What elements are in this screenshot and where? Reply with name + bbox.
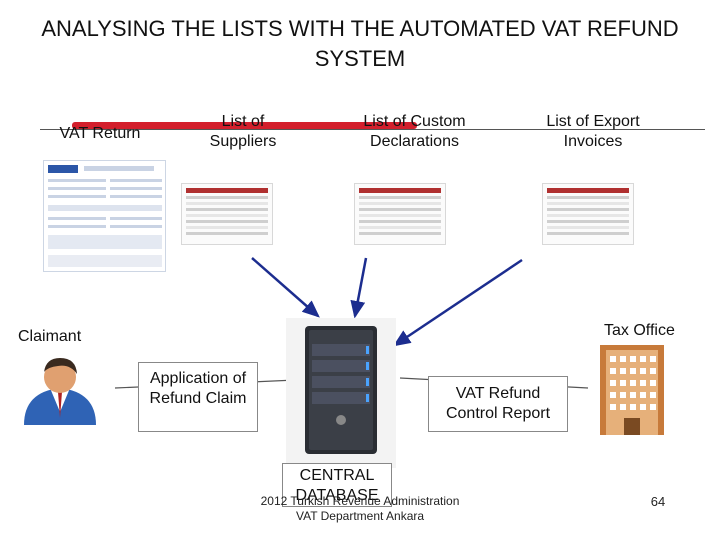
application-of-refund-claim-box: Application of Refund Claim	[138, 362, 258, 432]
person-icon	[24, 358, 96, 425]
divider-line	[40, 129, 705, 130]
suppliers-label: List of Suppliers	[209, 113, 277, 150]
vat-return-form-document	[43, 160, 166, 272]
vat-refund-control-report-box: VAT Refund Control Report	[428, 376, 568, 432]
claimant-label: Claimant	[18, 328, 82, 345]
tax-office-label: Tax Office	[604, 322, 675, 339]
server-icon	[286, 318, 396, 468]
arrow-suppliers-to-db	[251, 257, 320, 318]
vat-return-label: VAT Return	[59, 125, 141, 142]
custom-declarations-list-document	[354, 183, 446, 245]
page-number: 64	[650, 494, 666, 509]
custom-declarations-label: List of Custom Declarations	[363, 113, 466, 150]
accent-bar	[72, 122, 417, 129]
arrow-declarations-to-db	[350, 257, 368, 319]
office-building-icon	[600, 345, 664, 435]
export-invoices-label: List of Export Invoices	[546, 113, 640, 150]
central-database-box: CENTRAL DATABASE	[282, 463, 392, 507]
arrow-invoices-to-db	[392, 258, 523, 347]
suppliers-list-document	[181, 183, 273, 245]
export-invoices-list-document	[542, 183, 634, 245]
footer-text: 2012 Turkish Revenue Administration VAT …	[260, 494, 460, 523]
page-title: ANALYSING THE LISTS WITH THE AUTOMATED V…	[41, 16, 679, 71]
